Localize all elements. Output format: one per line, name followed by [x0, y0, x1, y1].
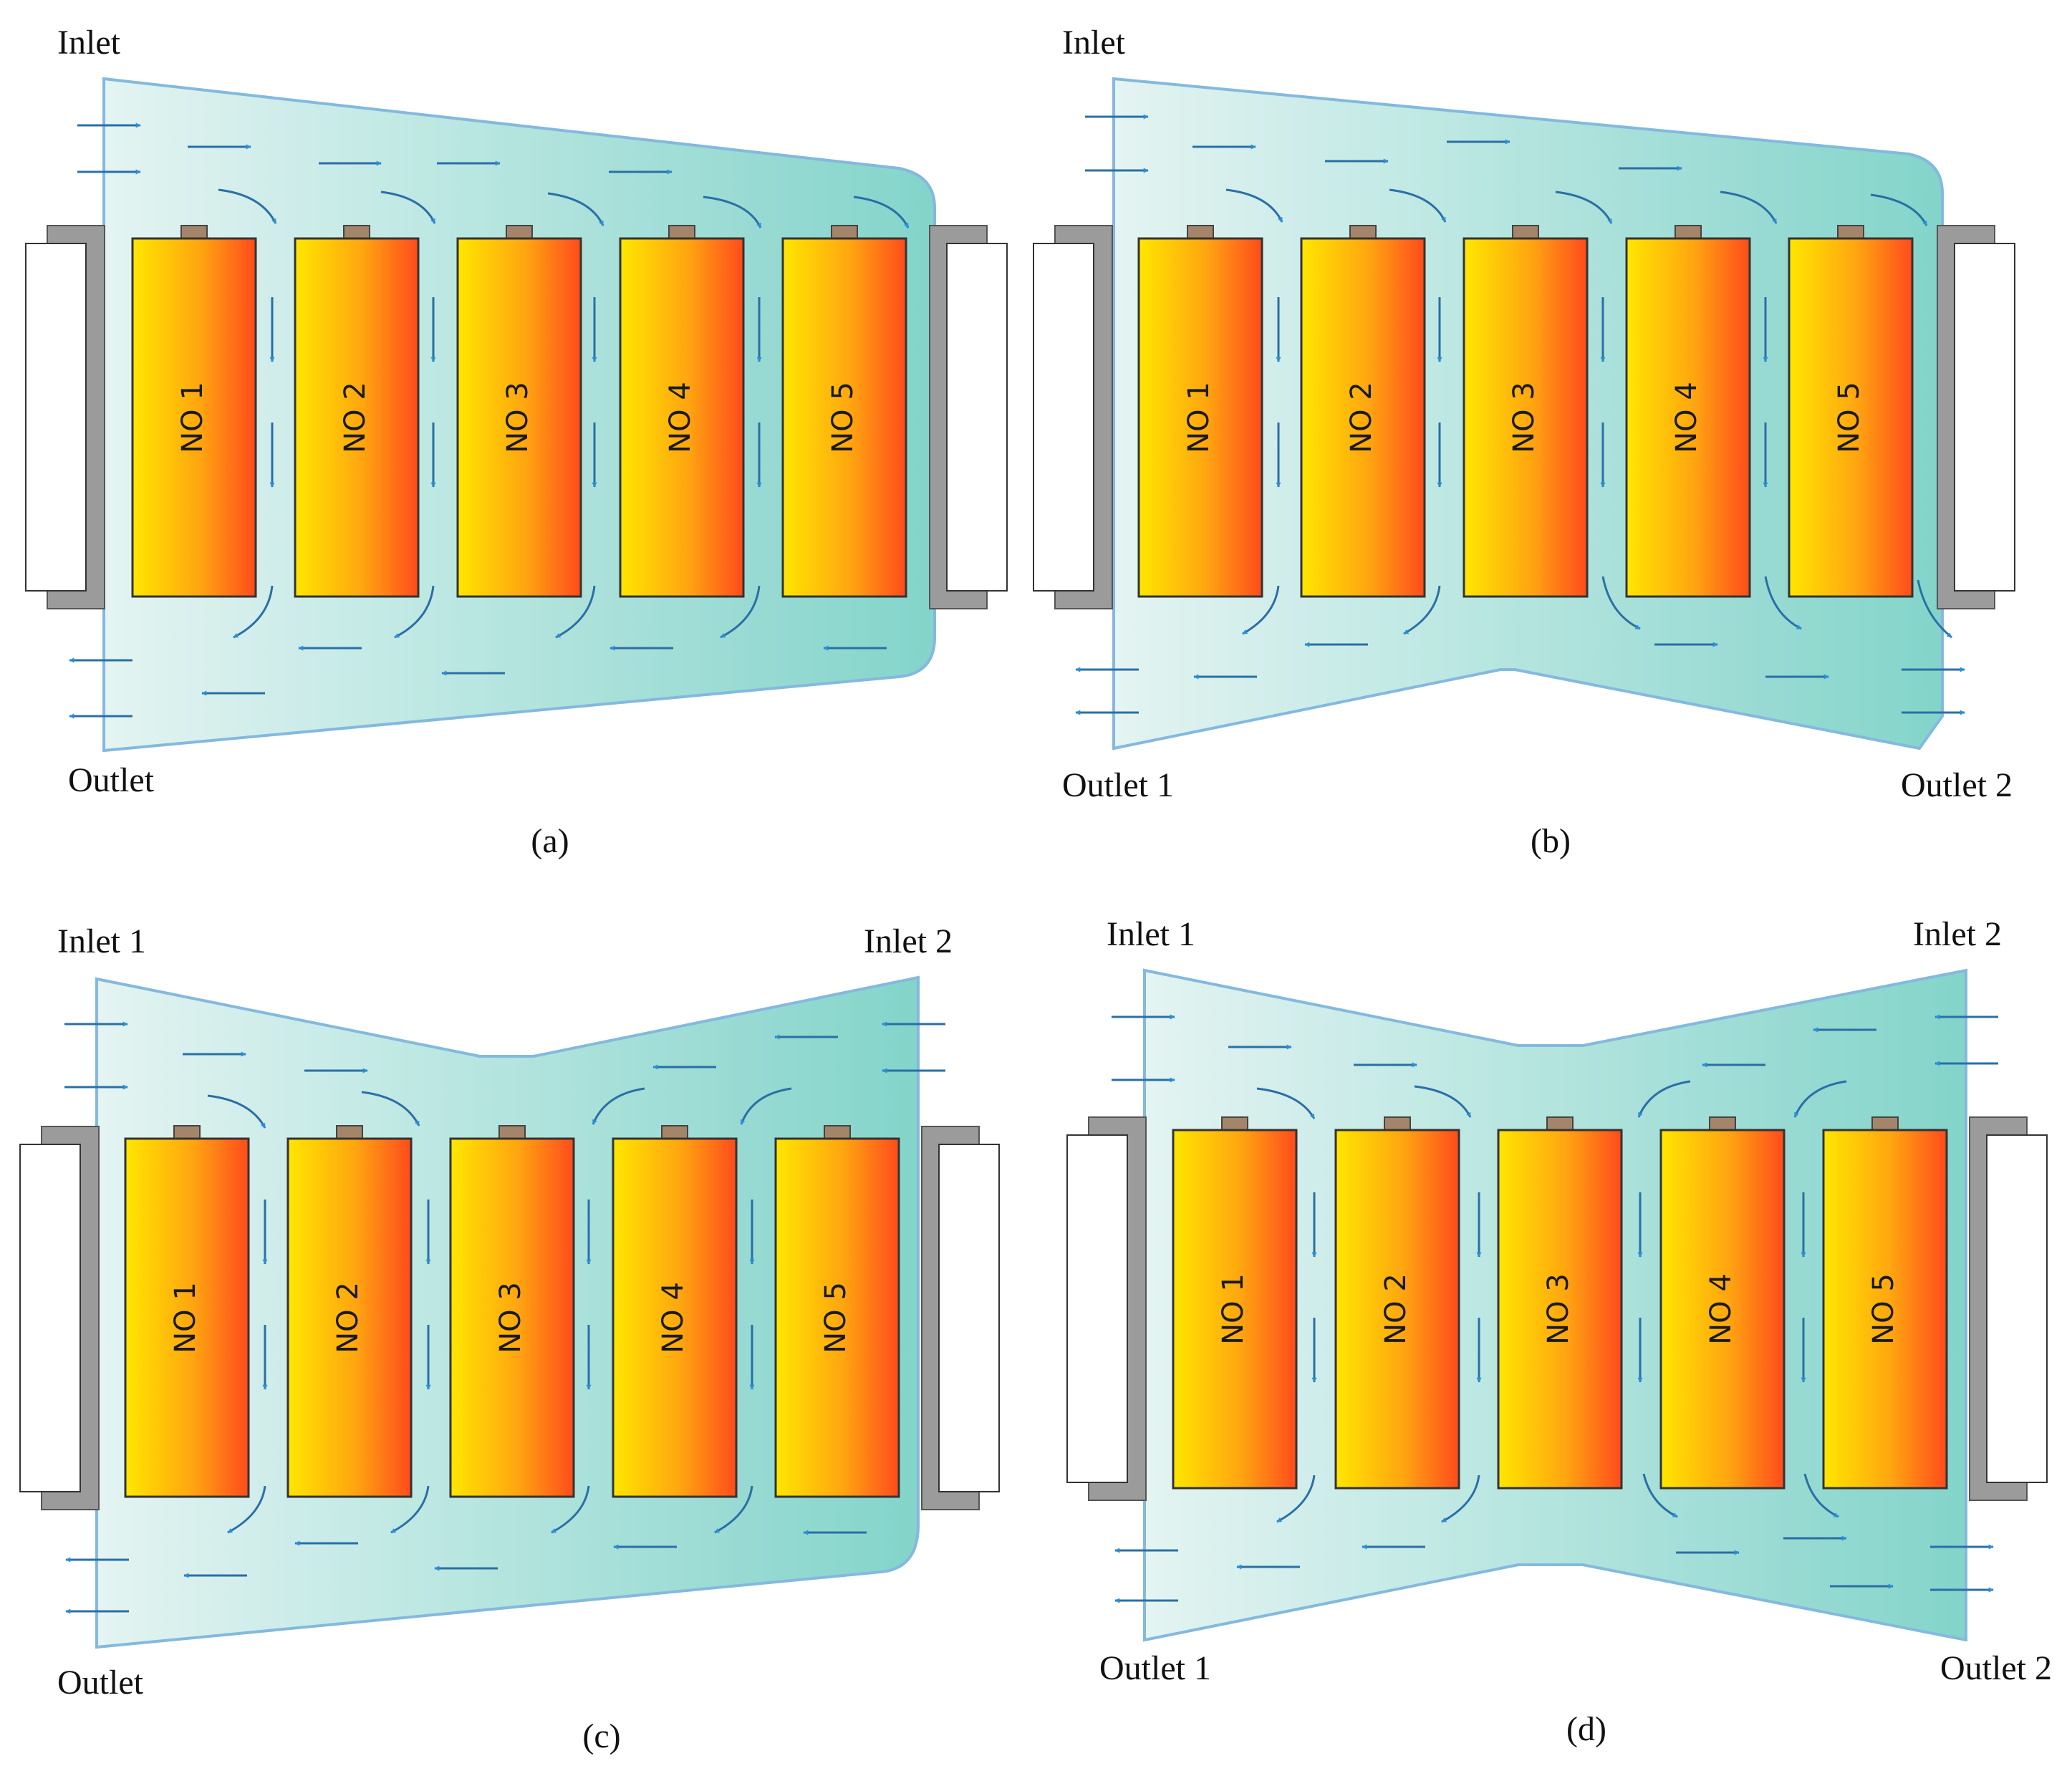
battery-cell-2: NO 2 [1300, 225, 1426, 598]
cell-body [1300, 237, 1426, 598]
panel-d: NO 1 NO 2 NO 3 NO 4 NO 5 [1066, 915, 2052, 1748]
battery-cell-4: NO 4 [612, 1125, 738, 1498]
cell-body [1334, 1129, 1460, 1490]
inlet-label-2: Inlet 2 [864, 922, 953, 960]
inlet-label: Inlet [1062, 24, 1126, 62]
panel-a: NO 1 NO 2 NO 3 NO 4 NO 5 [25, 24, 1008, 860]
inlet-label: Inlet [57, 24, 121, 62]
cell-label: NO 5 [1867, 1273, 1900, 1345]
battery-cell-1: NO 1 [1137, 225, 1263, 598]
battery-cell-1: NO 1 [131, 225, 257, 598]
battery-cell-5: NO 5 [1788, 225, 1914, 598]
side-plates [19, 1126, 1000, 1510]
cell-body [1137, 237, 1263, 598]
outlet-label-1: Outlet 1 [1099, 1649, 1211, 1687]
cell-body [1625, 237, 1751, 598]
panel-c: NO 1 NO 2 NO 3 NO 4 NO 5 [19, 922, 1000, 1755]
cells: NO 1 NO 2 NO 3 NO 4 NO 5 [1172, 1116, 1948, 1490]
cells: NO 1 NO 2 NO 3 NO 4 NO 5 [1137, 225, 1914, 598]
battery-cell-3: NO 3 [1497, 1116, 1623, 1490]
cell-body [612, 1137, 738, 1498]
cell-label: NO 2 [1379, 1273, 1412, 1345]
cell-body [1497, 1129, 1623, 1490]
outlet-label-1: Outlet 1 [1062, 766, 1174, 804]
cell-body [456, 237, 582, 598]
panel-caption: (a) [531, 822, 569, 860]
cell-label: NO 2 [332, 1282, 365, 1353]
cell-body [124, 1137, 250, 1498]
side-plates [1066, 1116, 2048, 1501]
cell-label: NO 5 [819, 1282, 852, 1353]
cell-label: NO 2 [339, 382, 372, 453]
cell-body [1172, 1129, 1298, 1490]
cell-body [781, 237, 907, 598]
flow-arrows [1112, 1014, 1998, 1603]
battery-cell-5: NO 5 [781, 225, 907, 598]
inlet-label-1: Inlet 1 [1107, 915, 1195, 953]
side-plates [1033, 225, 2015, 609]
battery-cell-1: NO 1 [124, 1125, 250, 1498]
cell-label: NO 3 [501, 382, 534, 453]
cell-label: NO 3 [494, 1282, 527, 1353]
cell-body [619, 237, 745, 598]
cell-label: NO 1 [1182, 382, 1215, 453]
battery-cell-5: NO 5 [1822, 1116, 1948, 1490]
side-plates [25, 225, 1008, 609]
cell-label: NO 4 [657, 1282, 690, 1353]
battery-cell-5: NO 5 [774, 1125, 900, 1498]
cell-label: NO 2 [1345, 382, 1378, 453]
flow-arrows [1075, 114, 1965, 715]
cell-label: NO 5 [827, 382, 859, 453]
cell-label: NO 4 [1670, 382, 1703, 453]
flow-arrows [69, 122, 910, 719]
battery-cell-2: NO 2 [1334, 1116, 1460, 1490]
cell-label: NO 1 [1217, 1273, 1250, 1345]
cell-body [286, 1137, 413, 1498]
cell-label: NO 1 [169, 1282, 202, 1353]
outlet-label-2: Outlet 2 [1901, 766, 2013, 804]
battery-cell-3: NO 3 [1463, 225, 1589, 598]
cell-label: NO 4 [664, 382, 697, 453]
cell-body [1463, 237, 1589, 598]
outlet-label-2: Outlet 2 [1940, 1649, 2052, 1687]
cell-label: NO 3 [1508, 382, 1541, 453]
panel-caption: (d) [1566, 1710, 1606, 1748]
flow-arrows [64, 1021, 945, 1614]
cell-label: NO 4 [1705, 1273, 1738, 1345]
battery-cell-4: NO 4 [1625, 225, 1751, 598]
cell-body [294, 237, 420, 598]
battery-cell-1: NO 1 [1172, 1116, 1298, 1490]
outlet-label: Outlet [68, 761, 155, 799]
cell-body [1659, 1129, 1786, 1490]
cell-body [1822, 1129, 1948, 1490]
cell-body [774, 1137, 900, 1498]
battery-cell-3: NO 3 [456, 225, 582, 598]
battery-cell-4: NO 4 [1659, 1116, 1786, 1490]
cell-label: NO 5 [1833, 382, 1866, 453]
battery-cell-2: NO 2 [294, 225, 420, 598]
cell-body [449, 1137, 575, 1498]
cells: NO 1 NO 2 NO 3 NO 4 NO 5 [131, 225, 907, 598]
panel-b: NO 1 NO 2 NO 3 NO 4 NO 5 [1033, 24, 2015, 860]
cell-label: NO 1 [176, 382, 209, 453]
battery-cell-4: NO 4 [619, 225, 745, 598]
inlet-label-1: Inlet 1 [57, 922, 146, 960]
outlet-label: Outlet [57, 1664, 144, 1702]
inlet-label-2: Inlet 2 [1913, 915, 2002, 953]
panel-caption: (b) [1531, 822, 1571, 860]
cell-body [131, 237, 257, 598]
battery-cell-2: NO 2 [286, 1125, 413, 1498]
battery-cell-3: NO 3 [449, 1125, 575, 1498]
cell-body [1788, 237, 1914, 598]
panel-caption: (c) [582, 1717, 620, 1755]
cell-label: NO 3 [1542, 1273, 1575, 1345]
cells: NO 1 NO 2 NO 3 NO 4 NO 5 [124, 1125, 900, 1498]
